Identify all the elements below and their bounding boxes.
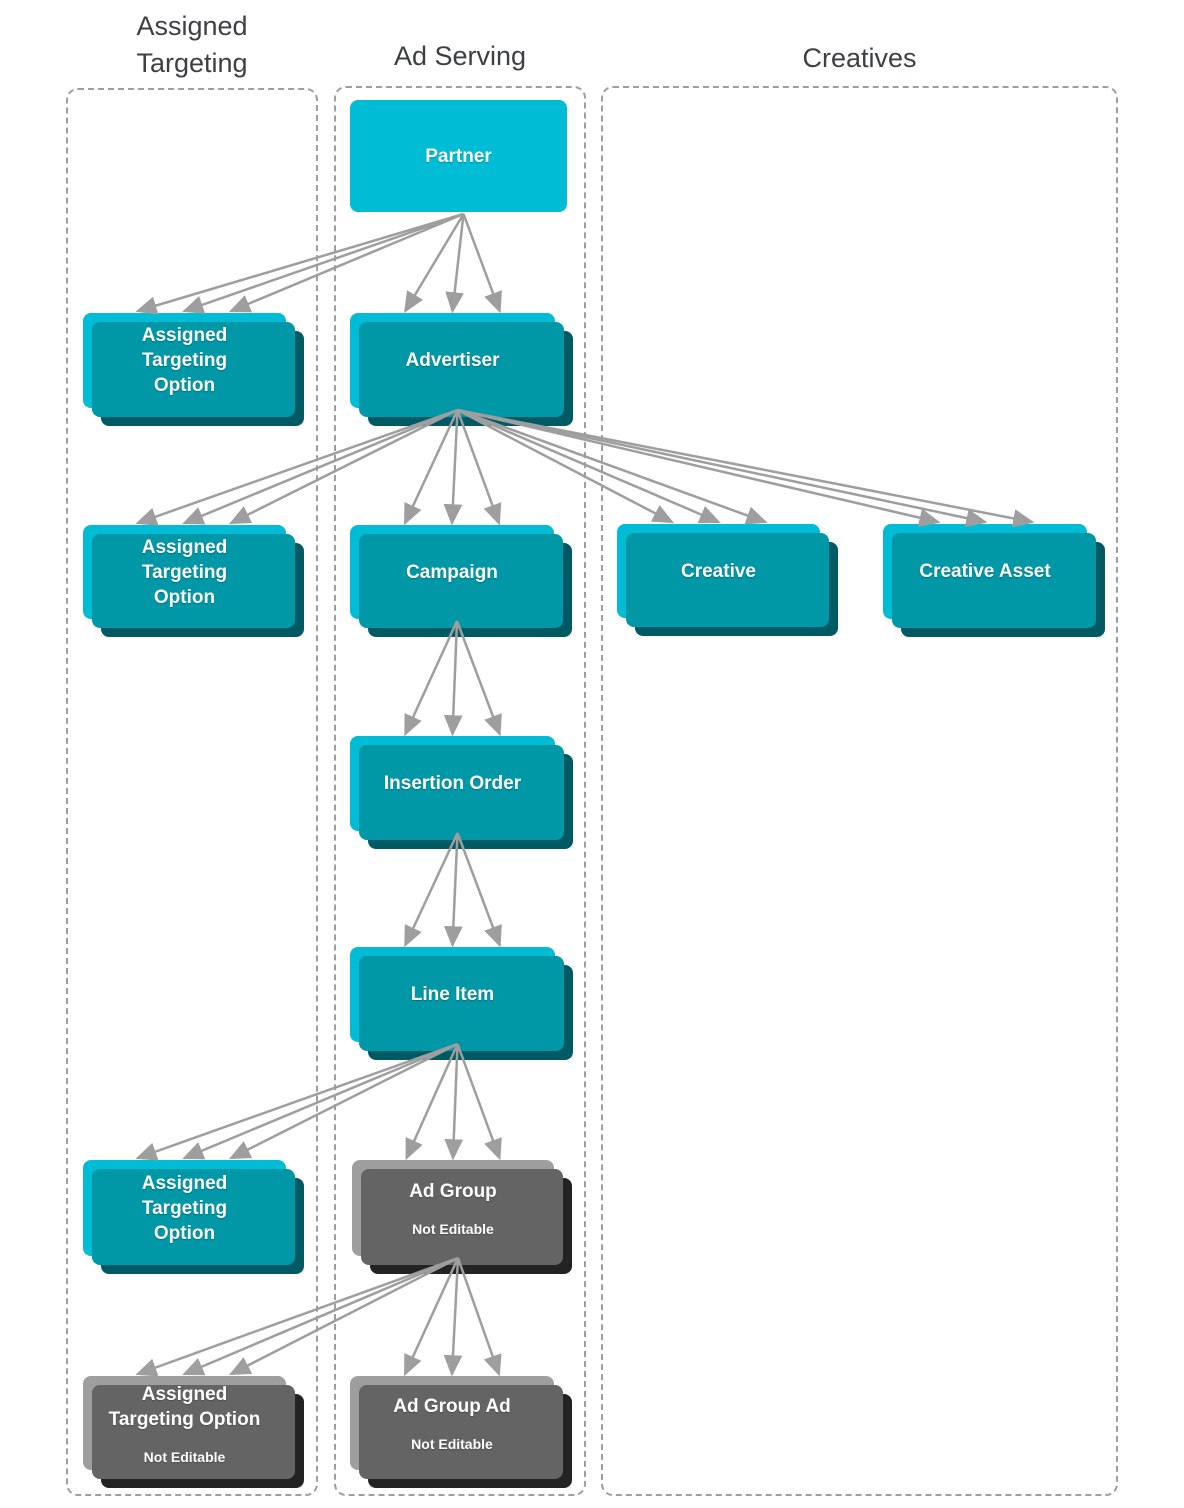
- node-label: Creative: [681, 560, 756, 582]
- column-header-creatives: Creatives: [802, 43, 917, 73]
- node-advertiser: Advertiser: [350, 313, 573, 426]
- node-label: Ad Group: [409, 1181, 497, 1202]
- node-label: Partner: [425, 145, 492, 167]
- node-label: Campaign: [406, 561, 498, 583]
- ad-serving-container: [334, 86, 586, 1496]
- node-line-item: Line Item: [350, 947, 573, 1060]
- node-sublabel: Not Editable: [412, 1221, 494, 1237]
- node-label: Ad Group Ad: [393, 1396, 511, 1417]
- node-sublabel: Not Editable: [143, 1448, 226, 1465]
- node-partner: Partner: [350, 100, 567, 212]
- node-creative: Creative: [617, 524, 838, 636]
- column-header-assigned-targeting: Assigned Targeting: [136, 11, 248, 78]
- column-header-ad-serving: Ad Serving: [393, 41, 527, 71]
- node-insertion-order: Insertion Order: [350, 736, 573, 849]
- node-label: Advertiser: [405, 350, 500, 371]
- node-sublabel: Not Editable: [411, 1436, 493, 1452]
- node-label: Insertion Order: [383, 773, 522, 794]
- node-campaign: Campaign: [350, 525, 572, 637]
- node-label: Line Item: [410, 984, 495, 1005]
- assigned-targeting-container: [66, 88, 318, 1496]
- node-creative-asset: Creative Asset: [883, 524, 1105, 637]
- creatives-container: [601, 86, 1118, 1496]
- node-label: Creative Asset: [919, 561, 1051, 582]
- node-ad-group-ad: Ad Group Ad Not Editable: [350, 1376, 572, 1488]
